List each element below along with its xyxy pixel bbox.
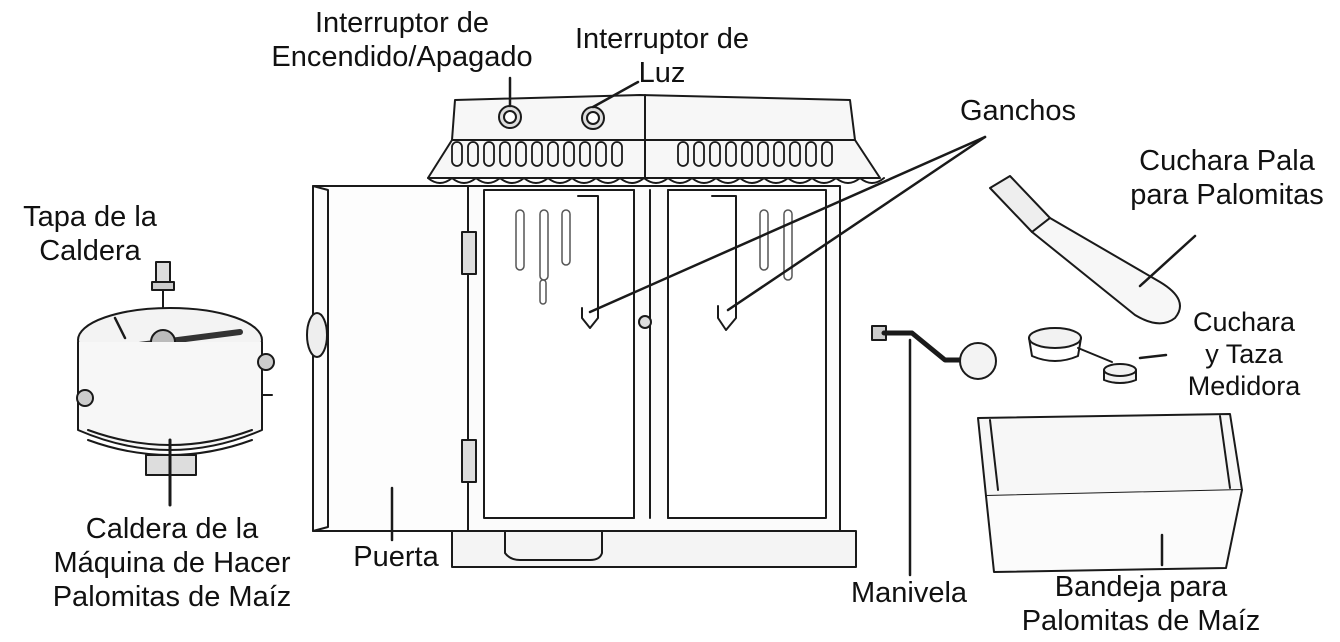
label-scoop: Cuchara Pala para Palomitas	[1130, 145, 1324, 211]
popcorn-scoop	[989, 175, 1181, 325]
light-switch-knob	[581, 106, 605, 130]
kettle	[76, 261, 275, 507]
label-light-switch: Interruptor de Luz	[574, 23, 750, 89]
popcorn-tray	[977, 413, 1243, 573]
power-switch-knob	[498, 105, 522, 129]
label-kettle: Caldera de la Máquina de Hacer Palomitas…	[52, 513, 292, 613]
label-kettle-lid: Tapa de la Caldera	[23, 201, 157, 267]
crank-handle	[871, 325, 997, 380]
label-crank: Manivela	[850, 577, 968, 609]
measuring-cup	[1028, 327, 1137, 384]
label-power-switch: Interruptor de Encendido/Apagado	[271, 7, 533, 73]
hook-left	[577, 195, 599, 329]
label-measuring-cup: Cuchara y Taza Medidora	[1187, 307, 1301, 401]
label-tray: Bandeja para Palomitas de Maíz	[1021, 571, 1261, 637]
vent-slots-right	[677, 141, 833, 167]
label-door: Puerta	[353, 541, 439, 573]
vent-slots-left	[451, 141, 623, 167]
leader-lines	[113, 76, 1197, 577]
hook-right	[711, 195, 737, 331]
label-hooks: Ganchos	[959, 95, 1077, 127]
cabinet-door	[306, 185, 477, 532]
popcorn-machine-cabinet	[427, 94, 885, 568]
